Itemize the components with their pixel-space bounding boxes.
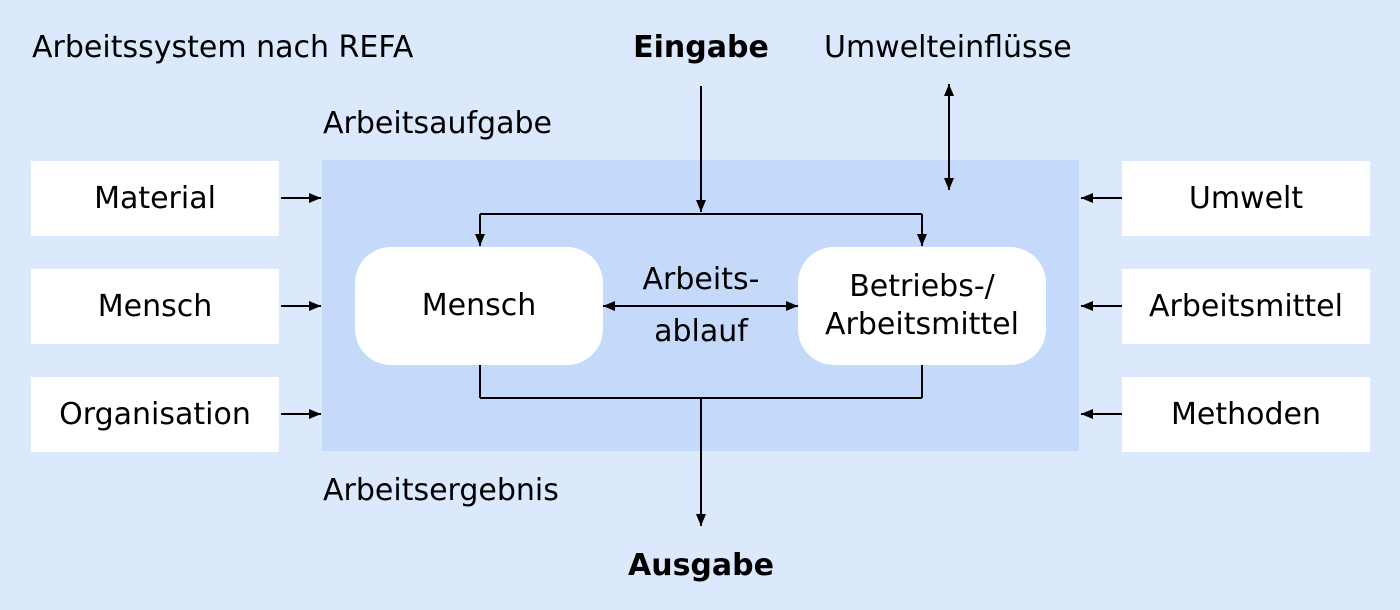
- environment-label: Umwelteinflüsse: [824, 30, 1072, 65]
- output-label: Ausgabe: [628, 548, 774, 583]
- task-label: Arbeitsaufgabe: [323, 106, 552, 141]
- result-label: Arbeitsergebnis: [323, 473, 559, 508]
- equipment-node: Betriebs-/ Arbeitsmittel: [798, 247, 1046, 365]
- input-box-methoden: Methoden: [1122, 377, 1370, 452]
- process-label-line1: Arbeits-: [642, 262, 760, 297]
- input-box-label: Arbeitsmittel: [1149, 288, 1343, 324]
- human-node: Mensch: [355, 247, 603, 365]
- input-box-label: Umwelt: [1188, 180, 1304, 216]
- input-box-organisation: Organisation: [31, 377, 279, 452]
- input-box-label: Material: [94, 180, 216, 216]
- human-node-label: Mensch: [421, 288, 537, 323]
- input-box-label: Methoden: [1171, 396, 1321, 432]
- input-box-arbeitsmittel: Arbeitsmittel: [1122, 269, 1370, 344]
- input-box-material: Material: [31, 161, 279, 236]
- equipment-node-label-line1: Betriebs-/: [849, 269, 995, 304]
- input-box-mensch: Mensch: [31, 269, 279, 344]
- equipment-node-label-line2: Arbeitsmittel: [825, 307, 1019, 342]
- input-box-label: Mensch: [97, 288, 213, 324]
- input-label: Eingabe: [633, 30, 769, 65]
- process-label-line2: ablauf: [654, 314, 748, 349]
- diagram-title: Arbeitssystem nach REFA: [32, 30, 414, 65]
- input-box-umwelt: Umwelt: [1122, 161, 1370, 236]
- input-box-label: Organisation: [59, 396, 251, 432]
